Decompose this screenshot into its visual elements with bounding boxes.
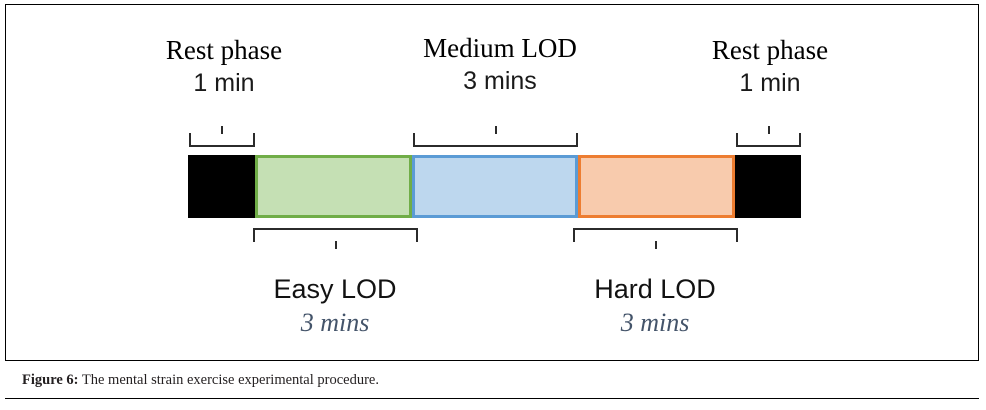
bracket-rest-phase-right: [736, 126, 801, 147]
rest-phase-left-duration: 1 min: [193, 69, 255, 98]
bracket-bar: [189, 133, 255, 147]
figure-caption-label: Figure 6:: [22, 372, 79, 388]
bracket-bar: [736, 133, 801, 147]
timeline-segment-easy-lod: [255, 155, 412, 218]
rest-phase-left-title: Rest phase: [165, 35, 283, 65]
figure-caption-text: The mental strain exercise experimental …: [78, 372, 379, 388]
procedure-timeline: [188, 155, 801, 218]
bracket-tick: [767, 126, 770, 134]
timeline-segment-medium-lod: [412, 155, 578, 218]
bracket-tick: [494, 126, 497, 134]
medium-lod-title: Medium LOD: [423, 33, 577, 63]
rest-phase-right-title: Rest phase: [711, 35, 829, 65]
timeline-segment-rest-right: [735, 155, 801, 218]
label-easy-lod: Easy LOD 3 mins: [245, 274, 425, 337]
bracket-tick: [654, 241, 657, 249]
figure-border: [5, 4, 979, 361]
timeline-segment-rest-left: [188, 155, 255, 218]
hard-lod-duration: 3 mins: [620, 307, 690, 337]
bracket-bar: [413, 133, 578, 147]
bracket-bar: [573, 228, 738, 242]
bracket-hard-lod: [573, 228, 738, 249]
label-rest-phase-right: Rest phase 1 min: [675, 35, 865, 98]
timeline-segment-hard-lod: [578, 155, 735, 218]
medium-lod-duration: 3 mins: [463, 67, 537, 96]
easy-lod-duration: 3 mins: [300, 307, 370, 337]
bracket-rest-phase-left: [189, 126, 255, 147]
label-rest-phase-left: Rest phase 1 min: [134, 35, 314, 98]
bracket-tick: [334, 241, 337, 249]
hard-lod-title: Hard LOD: [594, 274, 716, 304]
page-bottom-rule: [5, 398, 979, 399]
figure-caption: Figure 6: The mental strain exercise exp…: [22, 372, 379, 389]
bracket-easy-lod: [253, 228, 418, 249]
label-medium-lod: Medium LOD 3 mins: [385, 33, 615, 96]
bracket-bar: [253, 228, 418, 242]
easy-lod-title: Easy LOD: [273, 274, 397, 304]
bracket-tick: [221, 126, 223, 134]
bracket-medium-lod: [413, 126, 578, 147]
rest-phase-right-duration: 1 min: [739, 69, 801, 98]
label-hard-lod: Hard LOD 3 mins: [565, 274, 745, 337]
